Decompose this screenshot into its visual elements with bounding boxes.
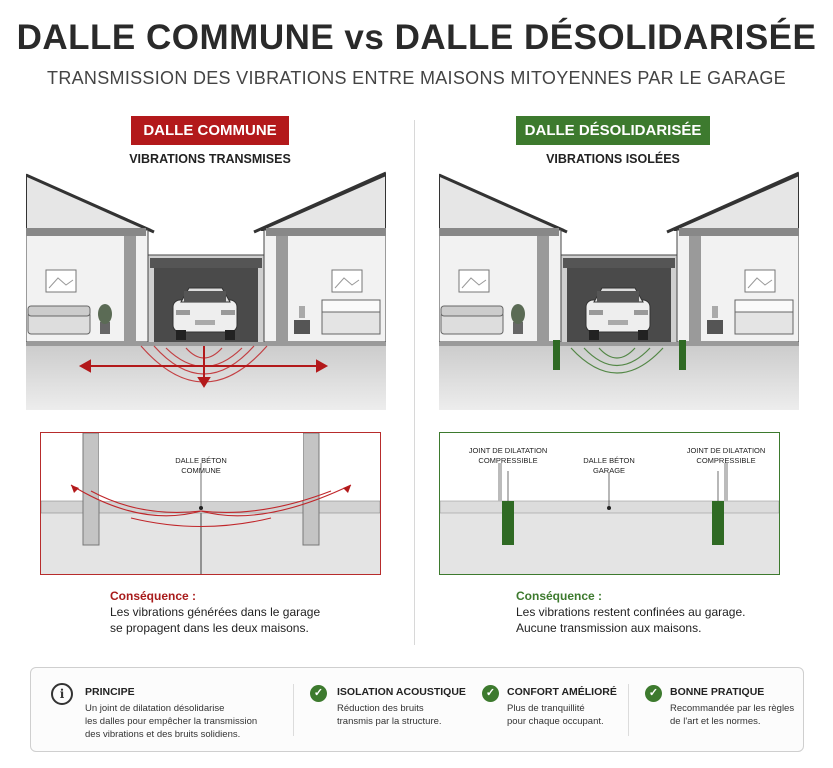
slab-label-1: DALLE BÉTON <box>583 456 635 465</box>
confort-line2: pour chaque occupant. <box>507 716 604 727</box>
page-subtitle: TRANSMISSION DES VIBRATIONS ENTRE MAISON… <box>47 68 786 88</box>
joint-left-label-2: COMPRESSIBLE <box>478 456 537 465</box>
principe-block: PRINCIPE Un joint de dilatation désolida… <box>85 686 257 741</box>
separator <box>293 684 294 736</box>
slab-label-2: GARAGE <box>593 466 625 475</box>
pratique-line2: de l'art et les normes. <box>670 716 761 727</box>
confort-title: CONFORT AMÉLIORÉ <box>507 686 617 698</box>
info-icon: i <box>51 683 73 705</box>
right-panel-subtitle: VIBRATIONS ISOLÉES <box>546 152 680 166</box>
left-consequence-line2: se propagent dans les deux maisons. <box>110 621 309 635</box>
right-consequence: Conséquence : Les vibrations restent con… <box>516 588 745 636</box>
check-icon: ✓ <box>310 685 327 702</box>
center-divider <box>414 120 415 645</box>
separator <box>628 684 629 736</box>
left-panel-subtitle: VIBRATIONS TRANSMISES <box>129 152 291 166</box>
principe-line2: les dalles pour empêcher la transmission <box>85 716 258 727</box>
joint-right-label-2: COMPRESSIBLE <box>696 456 755 465</box>
badge-dalle-desolidarisee: DALLE DÉSOLIDARISÉE <box>516 116 710 145</box>
check-icon: ✓ <box>645 685 662 702</box>
isolation-block: ISOLATION ACOUSTIQUE Réduction des bruit… <box>337 686 466 728</box>
confort-block: CONFORT AMÉLIORÉ Plus de tranquillité po… <box>507 686 617 728</box>
right-consequence-line2: Aucune transmission aux maisons. <box>516 621 702 635</box>
isolation-line2: transmis par la structure. <box>337 716 442 727</box>
badge-dalle-commune: DALLE COMMUNE <box>131 116 289 145</box>
detail-dalle-commune: DALLE BÉTON COMMUNE <box>40 432 381 575</box>
isolation-title: ISOLATION ACOUSTIQUE <box>337 686 466 698</box>
info-bar: i PRINCIPE Un joint de dilatation désoli… <box>30 667 804 752</box>
check-icon: ✓ <box>482 685 499 702</box>
joint-right-label-1: JOINT DE DILATATION <box>687 446 766 455</box>
right-consequence-line1: Les vibrations restent confinées au gara… <box>516 605 746 619</box>
pratique-line1: Recommandée par les règles <box>670 703 795 714</box>
principe-title: PRINCIPE <box>85 686 135 698</box>
left-consequence: Conséquence : Les vibrations générées da… <box>110 588 320 636</box>
left-consequence-head: Conséquence : <box>110 589 197 603</box>
detail-dalle-desolidarisee: JOINT DE DILATATION COMPRESSIBLE DALLE B… <box>439 432 780 575</box>
isolation-line1: Réduction des bruits <box>337 703 424 714</box>
left-house-illustration <box>26 171 386 410</box>
right-consequence-head: Conséquence : <box>516 589 603 603</box>
principe-line3: des vibrations et des bruits solidiens. <box>85 729 241 740</box>
right-house-illustration <box>439 171 799 410</box>
detail-label-line1: DALLE BÉTON <box>175 456 227 465</box>
pratique-block: BONNE PRATIQUE Recommandée par les règle… <box>670 686 794 728</box>
joint-left-label-1: JOINT DE DILATATION <box>469 446 548 455</box>
principe-line1: Un joint de dilatation désolidarise <box>85 703 225 714</box>
confort-line1: Plus de tranquillité <box>507 703 585 714</box>
left-consequence-line1: Les vibrations générées dans le garage <box>110 605 321 619</box>
page-title: DALLE COMMUNE vs DALLE DÉSOLIDARISÉE <box>16 18 817 57</box>
detail-label-line2: COMMUNE <box>181 466 221 475</box>
pratique-title: BONNE PRATIQUE <box>670 686 765 698</box>
